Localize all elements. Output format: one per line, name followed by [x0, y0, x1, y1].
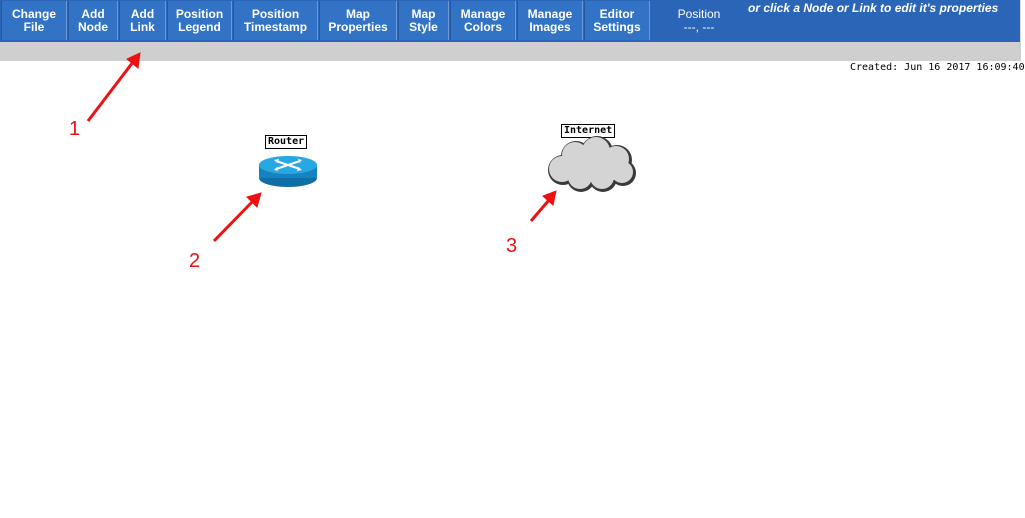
button-label-line1: Position: [251, 6, 300, 21]
button-label-line2: Legend: [178, 19, 221, 34]
map-properties-button[interactable]: Map Properties: [319, 1, 397, 40]
internet-node-label[interactable]: Internet: [561, 124, 616, 138]
manage-colors-button[interactable]: Manage Colors: [450, 1, 516, 40]
position-label: Position: [677, 6, 721, 21]
editor-settings-button[interactable]: Editor Settings: [584, 1, 650, 40]
button-label-line1: Change: [11, 6, 56, 21]
map-style-button[interactable]: Map Style: [398, 1, 449, 40]
button-label-line2: Colors: [463, 19, 502, 34]
editor-toolbar: Change File Add Node Add Link Position L…: [0, 0, 1021, 42]
button-label-line1: Position: [175, 6, 224, 21]
button-label-line1: Map: [411, 6, 436, 21]
cloud-icon[interactable]: [543, 136, 641, 192]
button-label-line2: File: [23, 19, 45, 34]
button-label-line2: Properties: [328, 19, 388, 34]
button-label-line1: Editor: [599, 6, 635, 21]
annotation-number-1: 1: [69, 118, 81, 140]
button-label-line1: Map: [346, 6, 370, 21]
annotation-number-3: 3: [506, 235, 518, 257]
router-icon[interactable]: [257, 153, 319, 190]
annotation-number-2: 2: [189, 250, 201, 272]
annotation-arrowhead-2: [246, 192, 262, 208]
button-label-line2: Style: [409, 19, 438, 34]
annotation-arrow-3: [529, 199, 551, 222]
button-label-line1: Add: [130, 6, 155, 21]
add-link-button[interactable]: Add Link: [119, 1, 166, 40]
cursor-position-readout: Position ---, ---: [651, 1, 747, 40]
router-node-label[interactable]: Router: [265, 135, 308, 149]
status-bar: [0, 42, 1021, 61]
button-label-line1: Manage: [460, 6, 506, 21]
map-timestamp[interactable]: Created: Jun 16 2017 16:09:40: [850, 62, 1025, 73]
annotation-arrow-2: [212, 199, 255, 243]
button-label-line2: Images: [529, 19, 571, 34]
annotation-arrowhead-3: [542, 190, 557, 206]
change-file-button[interactable]: Change File: [1, 1, 67, 40]
editor-hint-text: or click a Node or Link to edit it's pro…: [748, 1, 999, 15]
position-timestamp-button[interactable]: Position Timestamp: [233, 1, 318, 40]
button-label-line2: Node: [78, 19, 108, 34]
position-legend-button[interactable]: Position Legend: [167, 1, 232, 40]
button-label-line1: Add: [81, 6, 105, 21]
button-label-line2: Link: [130, 19, 155, 34]
button-label-line2: Timestamp: [243, 19, 308, 34]
annotation-arrow-1: [86, 61, 135, 122]
button-label-line2: Settings: [593, 19, 641, 34]
add-node-button[interactable]: Add Node: [68, 1, 118, 40]
manage-images-button[interactable]: Manage Images: [517, 1, 583, 40]
button-label-line1: Manage: [527, 6, 573, 21]
position-value: ---, ---: [683, 19, 715, 34]
